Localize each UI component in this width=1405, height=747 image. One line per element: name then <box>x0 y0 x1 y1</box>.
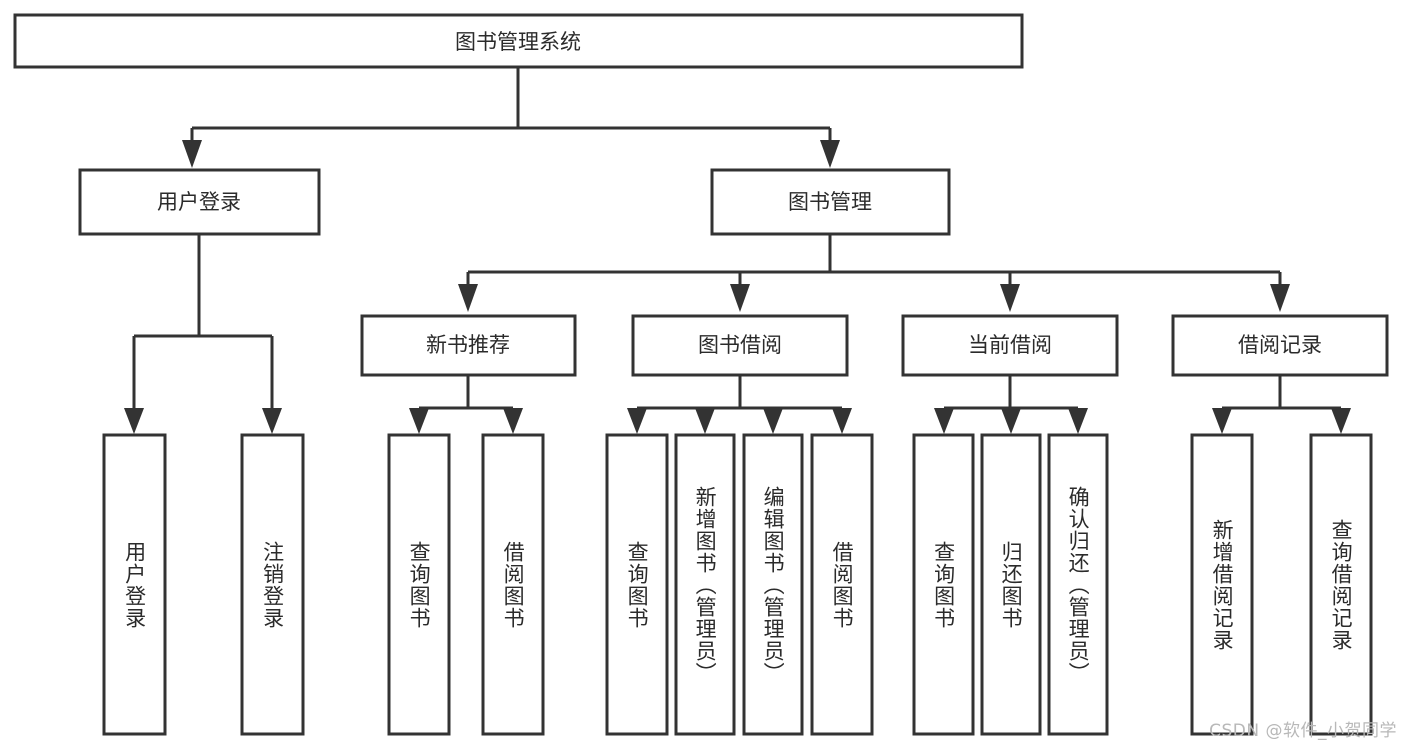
node-root-box[interactable] <box>13 13 1024 69</box>
arrow-borrow-leaf-1 <box>627 408 647 434</box>
arrow-record-leaf-2 <box>1331 408 1351 434</box>
csdn-watermark: CSDN @软件_小贺同学 <box>1209 721 1397 741</box>
node-leaf-newbook-query-box[interactable] <box>387 433 451 736</box>
node-leaf-borrow-edit-box[interactable] <box>742 433 804 736</box>
node-book-manage-label: 图书管理 <box>788 190 872 214</box>
arrow-to-new-book <box>458 284 478 312</box>
node-leaf-user-login-box[interactable] <box>102 433 167 736</box>
node-new-book-box[interactable] <box>360 314 577 377</box>
node-root-label: 图书管理系统 <box>455 30 581 54</box>
node-layer: 图书管理系统 用户登录 图书管理 新书推荐 图书借阅 当前借阅 借阅记录 <box>13 13 1389 736</box>
arrow-current-leaf-3 <box>1068 408 1088 434</box>
node-current-borrow-label: 当前借阅 <box>968 333 1052 357</box>
node-borrow-record-box[interactable] <box>1171 314 1389 377</box>
node-user-login-box[interactable] <box>78 168 321 236</box>
node-new-book-label: 新书推荐 <box>426 333 510 357</box>
arrow-user-leaf-2 <box>262 408 282 434</box>
arrow-current-leaf-1 <box>934 408 954 434</box>
node-leaf-current-query-box[interactable] <box>912 433 975 736</box>
arrow-to-current <box>1000 284 1020 312</box>
node-user-login-label: 用户登录 <box>157 190 241 214</box>
arrow-to-user-login <box>182 140 202 168</box>
node-leaf-current-return-box[interactable] <box>980 433 1042 736</box>
arrow-to-record <box>1270 284 1290 312</box>
node-book-borrow-label: 图书借阅 <box>698 333 782 357</box>
node-leaf-current-confirm-box[interactable] <box>1047 433 1109 736</box>
arrow-borrow-leaf-3 <box>763 408 783 434</box>
arrow-to-book-manage <box>820 140 840 168</box>
arrow-borrow-leaf-4 <box>832 408 852 434</box>
node-leaf-borrow-do-box[interactable] <box>810 433 874 736</box>
arrow-newbook-leaf-2 <box>503 408 523 434</box>
arrow-record-leaf-1 <box>1212 408 1232 434</box>
node-book-borrow-box[interactable] <box>631 314 849 377</box>
arrow-to-borrow <box>730 284 750 312</box>
arrow-user-leaf-1 <box>124 408 144 434</box>
node-current-borrow-box[interactable] <box>901 314 1119 377</box>
edge-layer <box>124 67 1351 434</box>
node-leaf-record-query-box[interactable] <box>1309 433 1373 736</box>
node-leaf-user-logout-box[interactable] <box>240 433 305 736</box>
arrow-current-leaf-2 <box>1001 408 1021 434</box>
node-leaf-borrow-query-box[interactable] <box>605 433 669 736</box>
node-book-manage-box[interactable] <box>710 168 951 236</box>
node-borrow-record-label: 借阅记录 <box>1238 333 1322 357</box>
node-leaf-newbook-borrow-box[interactable] <box>481 433 545 736</box>
arrow-borrow-leaf-2 <box>695 408 715 434</box>
arrow-newbook-leaf-1 <box>409 408 429 434</box>
node-leaf-borrow-add-box[interactable] <box>674 433 736 736</box>
node-leaf-record-add-box[interactable] <box>1190 433 1254 736</box>
